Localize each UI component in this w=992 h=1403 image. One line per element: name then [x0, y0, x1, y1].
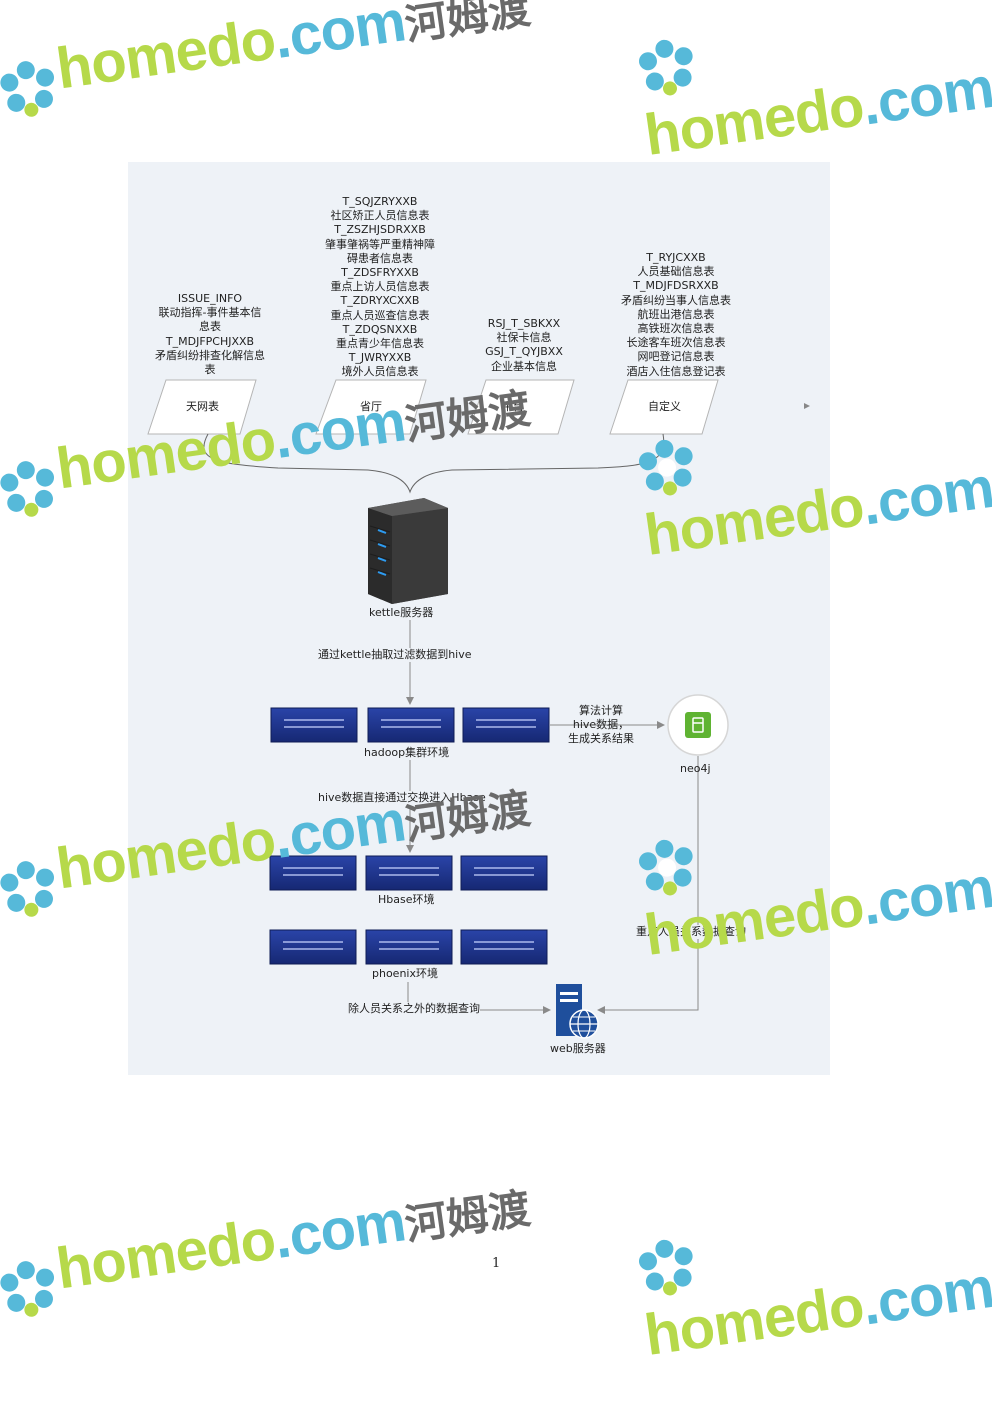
edge-label-neo4j-web: 重点人员关系数据查询	[636, 925, 746, 939]
watermark-bottom-left: homedo.com河姆渡	[0, 1170, 536, 1324]
watermark-bottom-right: homedo.com	[632, 1192, 992, 1369]
kettle-server-label: kettle服务器	[369, 606, 434, 620]
source-label-shengting: 省厅	[360, 400, 382, 413]
watermark-top-left: homedo.com河姆渡	[0, 0, 536, 124]
small-arrow-right	[804, 403, 810, 409]
source-label-tianwang: 天网表	[186, 400, 219, 413]
page-number: 1	[492, 1256, 501, 1271]
watermark-top-right: homedo.com	[632, 0, 992, 169]
source-label-pingtai: 平台	[502, 400, 524, 413]
flower-logo-icon	[638, 39, 693, 96]
flower-logo-icon	[0, 60, 54, 117]
source-shape-shengting	[315, 379, 427, 435]
hadoop-cluster-icon	[270, 707, 550, 743]
source-shape-pingtai	[467, 379, 575, 435]
flower-logo-icon	[0, 860, 54, 917]
edge-label-phoenix-web: 除人员关系之外的数据查询	[348, 1002, 480, 1016]
neo4j-label: neo4j	[680, 762, 711, 775]
edge-label-kettle-hadoop: 通过kettle抽取过滤数据到hive	[318, 648, 472, 662]
edge-neo4j-web	[597, 756, 699, 1014]
brace-connector	[203, 433, 665, 494]
hadoop-cluster-label: hadoop集群环境	[364, 746, 450, 760]
web-server-label: web服务器	[550, 1042, 606, 1055]
hbase-cluster-label: Hbase环境	[378, 893, 435, 906]
diagram-canvas	[147, 379, 810, 1039]
web-server-icon	[556, 984, 599, 1039]
phoenix-cluster-icon	[269, 929, 548, 965]
neo4j-icon	[667, 694, 729, 756]
edge-label-hadoop-hbase: hive数据直接通过交换进入Hbase	[318, 791, 486, 805]
phoenix-cluster-label: phoenix环境	[372, 967, 438, 980]
source-shape-custom	[609, 379, 719, 435]
source-shape-tianwang	[147, 379, 257, 435]
flower-logo-icon	[0, 460, 54, 517]
flower-logo-icon	[0, 1260, 54, 1317]
flower-logo-icon	[638, 1239, 693, 1296]
hbase-cluster-icon	[269, 855, 548, 891]
source-label-custom: 自定义	[648, 400, 681, 413]
kettle-server-icon	[368, 498, 448, 604]
